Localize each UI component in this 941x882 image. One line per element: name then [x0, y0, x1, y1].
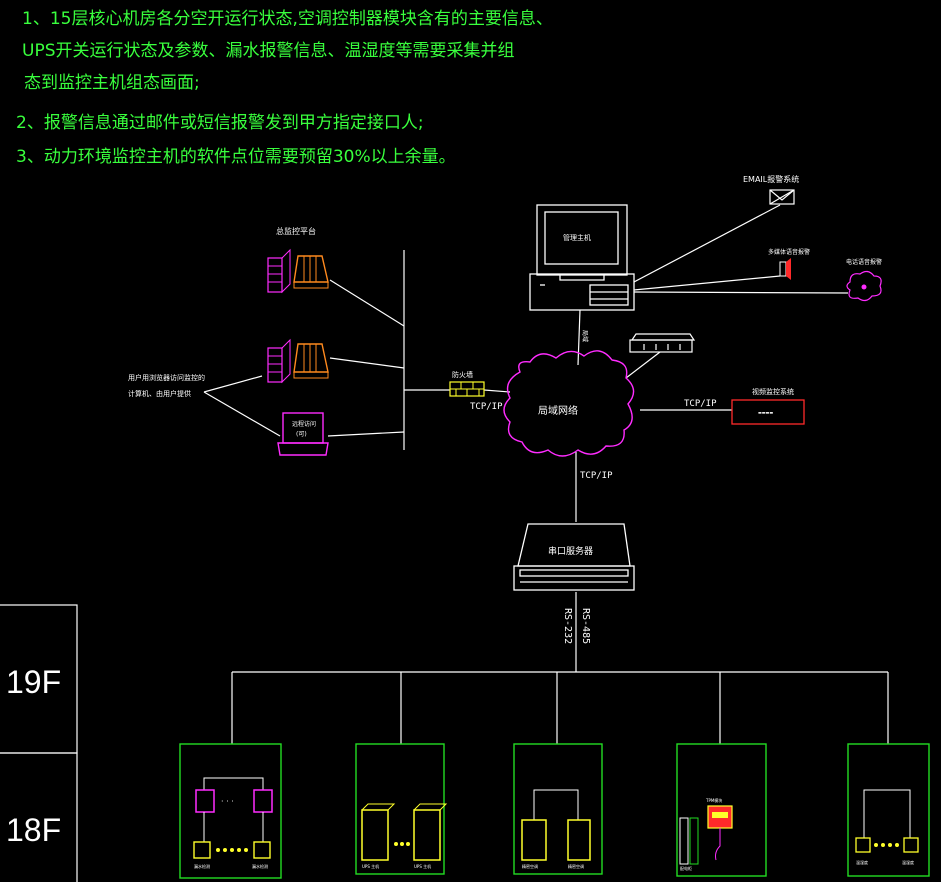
phone-icon: [861, 284, 867, 290]
host-link-label: 局域: [581, 330, 589, 342]
management-host-label: 管理主机: [563, 233, 591, 242]
floor-label-18f: 18F: [6, 812, 61, 848]
firewall-label: 防火墙: [452, 370, 473, 379]
module-precision-ac: [513, 743, 603, 875]
laptop-label: 远程访问: [292, 420, 316, 428]
video-system-label: 视频监控系统: [752, 387, 794, 396]
email-alarm-label: EMAIL报警系统: [743, 174, 799, 184]
lan-cloud-label: 局域网络: [538, 404, 578, 417]
user-access-label: 用户用浏览器访问监控的: [128, 373, 205, 382]
management-host-icon: [529, 204, 635, 311]
tcpip-left-label: TCP/IP: [470, 402, 503, 412]
serial-server-label: 串口服务器: [548, 545, 593, 557]
module-power-caption-2: TPM模块: [705, 797, 722, 803]
rs232-label: RS-232: [562, 608, 573, 644]
serial-server-icon: [513, 523, 635, 591]
laptop-label-2: (可): [296, 431, 307, 438]
svg-text:· · ·: · · ·: [221, 797, 234, 806]
module-leak-detection: · · ·: [179, 743, 282, 879]
connection-lines: [0, 204, 889, 882]
note-line-2: UPS开关运行状态及参数、漏水报警信息、温湿度等需要采集并组: [22, 41, 514, 61]
firewall-icon: [449, 381, 485, 397]
module-th-caption-2: 温湿度: [902, 859, 914, 865]
module-ups: [355, 743, 448, 875]
video-system-box: [731, 399, 805, 425]
note-line-5: 3、动力环境监控主机的软件点位需要预留30%以上余量。: [16, 147, 456, 167]
speaker-icon: [779, 258, 791, 280]
note-line-3: 态到监控主机组态画面;: [24, 73, 200, 93]
phone-voice-alarm-label: 电话语音报警: [846, 258, 882, 266]
video-device-label: ▬▬▬▬: [758, 410, 773, 415]
note-line-1: 1、15层核心机房各分空开运行状态,空调控制器模块含有的主要信息、: [22, 9, 553, 29]
monitoring-platform-label: 总监控平台: [276, 226, 316, 236]
sound-light-alarm-label: 多媒体语音报警: [768, 248, 810, 256]
tcpip-right-label: TCP/IP: [684, 399, 717, 409]
module-ups-caption-1: UPS 主机: [362, 863, 379, 869]
module-power-distribution: [676, 743, 767, 877]
module-ups-caption-2: UPS 主机: [414, 863, 431, 869]
module-th-caption-1: 温湿度: [856, 859, 868, 865]
platform-server-2: [267, 338, 329, 384]
lan-cloud-icon: [503, 350, 635, 457]
network-switch-icon: [629, 333, 696, 353]
email-icon: [769, 189, 795, 205]
user-access-label-2: 计算机、由用户提供: [128, 389, 191, 398]
platform-server-1: [267, 248, 329, 294]
module-power-caption-1: 配电柜: [680, 865, 692, 871]
phone-cloud-icon: [846, 270, 882, 302]
floor-label-19f: 19F: [6, 664, 61, 700]
module-ac-caption-1: 精密空调: [522, 863, 538, 869]
module-leak-caption-1: 漏水检测: [194, 863, 210, 869]
note-line-4: 2、报警信息通过邮件或短信报警发到甲方指定接口人;: [16, 113, 424, 133]
tcpip-bottom-label: TCP/IP: [580, 471, 613, 481]
module-temp-humidity: [847, 743, 930, 877]
module-ac-caption-2: 精密空调: [568, 863, 584, 869]
laptop-icon: [277, 412, 329, 456]
rs485-label: RS-485: [580, 608, 591, 644]
module-leak-caption-2: 漏水检测: [252, 863, 268, 869]
